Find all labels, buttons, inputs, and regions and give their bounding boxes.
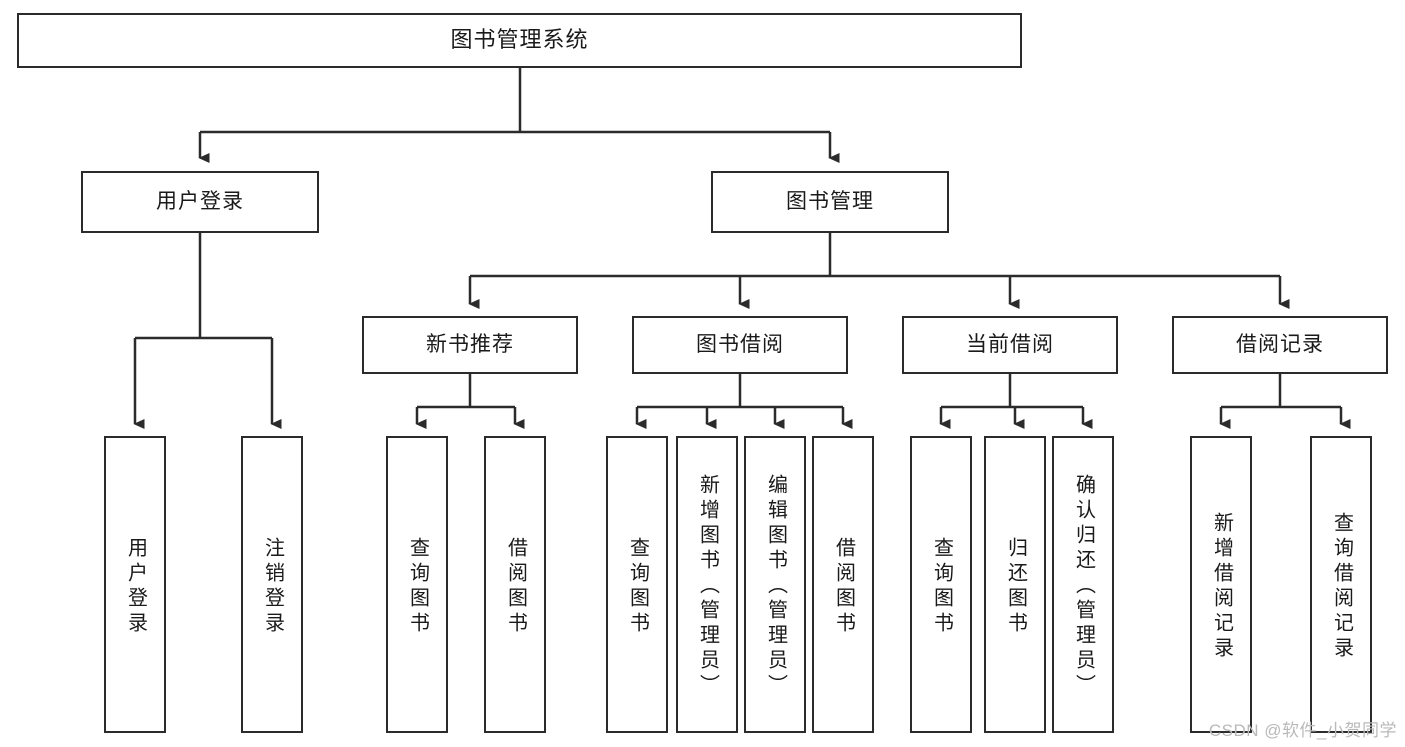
leaf-add-book[interactable]: 新增图书（管理员） xyxy=(676,436,738,733)
leaf-label: 查询图书 xyxy=(930,536,953,637)
leaf-label: 注销登录 xyxy=(261,536,284,637)
leaf-label: 归还图书 xyxy=(1004,536,1027,637)
leaf-label: 查询图书 xyxy=(406,536,429,637)
leaf-borrow-book-2[interactable]: 借阅图书 xyxy=(812,436,874,733)
leaf-confirm-return[interactable]: 确认归还（管理员） xyxy=(1052,436,1114,733)
node-current-borrow[interactable]: 当前借阅 xyxy=(902,316,1118,374)
node-book-borrow[interactable]: 图书借阅 xyxy=(632,316,848,374)
node-user-login[interactable]: 用户登录 xyxy=(81,171,319,233)
node-book-manage[interactable]: 图书管理 xyxy=(711,171,949,233)
leaf-label: 借阅图书 xyxy=(504,536,527,637)
node-new-book-recommend[interactable]: 新书推荐 xyxy=(362,316,578,374)
leaf-return-book[interactable]: 归还图书 xyxy=(984,436,1046,733)
node-root-system[interactable]: 图书管理系统 xyxy=(17,13,1022,68)
node-borrow-record[interactable]: 借阅记录 xyxy=(1172,316,1388,374)
leaf-label: 确认归还（管理员） xyxy=(1072,474,1095,699)
leaf-label: 用户登录 xyxy=(124,536,147,637)
leaf-label: 查询借阅记录 xyxy=(1330,511,1353,662)
leaf-label: 查询图书 xyxy=(626,536,649,637)
leaf-query-book-3[interactable]: 查询图书 xyxy=(910,436,972,733)
leaf-label: 新增图书（管理员） xyxy=(696,474,719,699)
leaf-query-borrow-record[interactable]: 查询借阅记录 xyxy=(1310,436,1372,733)
leaf-add-borrow-record[interactable]: 新增借阅记录 xyxy=(1190,436,1252,733)
leaf-query-book-2[interactable]: 查询图书 xyxy=(606,436,668,733)
leaf-borrow-book-1[interactable]: 借阅图书 xyxy=(484,436,546,733)
leaf-logout-login[interactable]: 注销登录 xyxy=(241,436,303,733)
leaf-user-login[interactable]: 用户登录 xyxy=(104,436,166,733)
leaf-label: 借阅图书 xyxy=(832,536,855,637)
leaf-label: 新增借阅记录 xyxy=(1210,511,1233,662)
watermark-text: CSDN @软件_小贺同学 xyxy=(1208,721,1397,740)
leaf-query-book-1[interactable]: 查询图书 xyxy=(386,436,448,733)
leaf-label: 编辑图书（管理员） xyxy=(764,474,787,699)
leaf-edit-book[interactable]: 编辑图书（管理员） xyxy=(744,436,806,733)
